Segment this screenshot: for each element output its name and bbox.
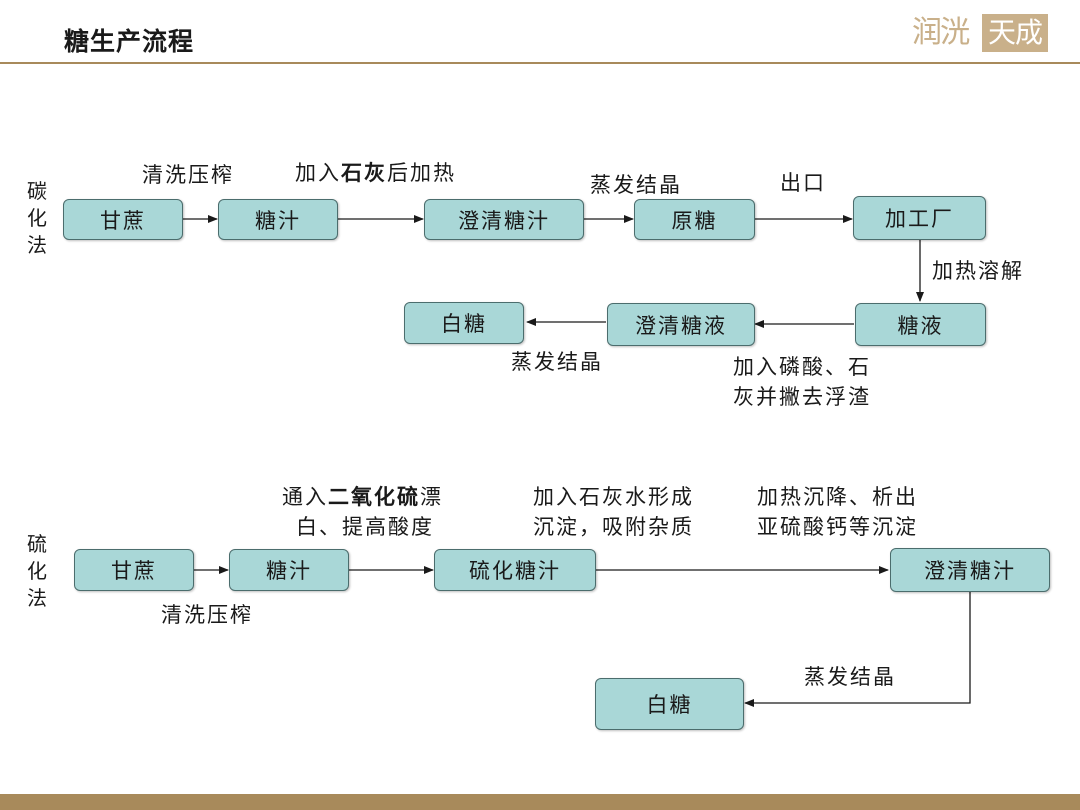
label-so2-bold: 二氧化硫: [328, 484, 420, 509]
node-white-sugar: 白糖: [404, 302, 524, 344]
label-s-wash-press: 清洗压榨: [161, 603, 253, 627]
label-lime-line1: 加入石灰水形成: [533, 485, 694, 509]
arrow-s-clarified-to-white: [744, 592, 971, 707]
label-lime-heat-prefix: 加入: [295, 161, 341, 185]
header-rule: [0, 62, 1080, 64]
label-heat-line2: 亚硫酸钙等沉淀: [757, 515, 918, 539]
node-s-sugar-juice: 糖汁: [229, 549, 349, 591]
method-char: 法: [27, 586, 47, 610]
node-s-white-sugar: 白糖: [595, 678, 744, 730]
node-s-sugarcane: 甘蔗: [74, 549, 194, 591]
method-char: 碳: [27, 179, 47, 203]
node-syrup: 糖液: [855, 303, 986, 346]
label-so2-line1: 通入二氧化硫漂: [282, 482, 443, 512]
label-s-evaporate: 蒸发结晶: [804, 665, 896, 689]
label-wash-press: 清洗压榨: [142, 163, 234, 187]
label-heat-line1: 加热沉降、析出: [757, 485, 918, 509]
node-clarified-juice: 澄清糖汁: [424, 199, 584, 240]
label-lime-heat: 加入石灰后加热: [295, 158, 456, 188]
node-sugar-juice: 糖汁: [218, 199, 338, 240]
method-char: 硫: [27, 532, 47, 556]
label-evaporate-1: 蒸发结晶: [590, 173, 682, 197]
method-char: 化: [27, 206, 47, 230]
label-heat-settle: 加热沉降、析出 亚硫酸钙等沉淀: [757, 482, 918, 542]
label-lime-heat-suffix: 后加热: [387, 161, 456, 185]
node-raw-sugar: 原糖: [634, 199, 755, 240]
label-so2-suffix: 漂: [420, 485, 443, 509]
label-lime-water: 加入石灰水形成 沉淀，吸附杂质: [533, 482, 694, 542]
method-label-sulfitation: 硫 化 法: [26, 531, 48, 612]
method-label-carbonation: 碳 化 法: [26, 178, 48, 259]
node-s-sulfited-juice: 硫化糖汁: [434, 549, 596, 591]
page-title: 糖生产流程: [64, 27, 195, 56]
label-so2: 通入二氧化硫漂 白、提高酸度: [282, 482, 443, 542]
method-char: 法: [27, 233, 47, 257]
node-sugarcane: 甘蔗: [63, 199, 183, 240]
label-phosphoric-line2: 灰并撇去浮渣: [733, 385, 871, 409]
label-phosphoric: 加入磷酸、石 灰并撇去浮渣: [733, 352, 871, 412]
logo-stamp: 天成: [982, 14, 1048, 52]
footer-band: [0, 794, 1080, 810]
node-processing-factory: 加工厂: [853, 196, 986, 240]
label-phosphoric-line1: 加入磷酸、石: [733, 355, 871, 379]
label-so2-line2: 白、提高酸度: [296, 515, 434, 539]
label-so2-prefix: 通入: [282, 485, 328, 509]
node-clarified-syrup: 澄清糖液: [607, 303, 755, 346]
method-char: 化: [27, 559, 47, 583]
logo-script: 润洸: [912, 15, 970, 50]
label-lime-line2: 沉淀，吸附杂质: [533, 515, 694, 539]
label-lime-heat-bold: 石灰: [341, 160, 387, 185]
label-export: 出口: [780, 171, 826, 195]
node-s-clarified-juice: 澄清糖汁: [890, 548, 1050, 592]
label-evaporate-2: 蒸发结晶: [511, 350, 603, 374]
label-heat-dissolve: 加热溶解: [932, 259, 1024, 283]
